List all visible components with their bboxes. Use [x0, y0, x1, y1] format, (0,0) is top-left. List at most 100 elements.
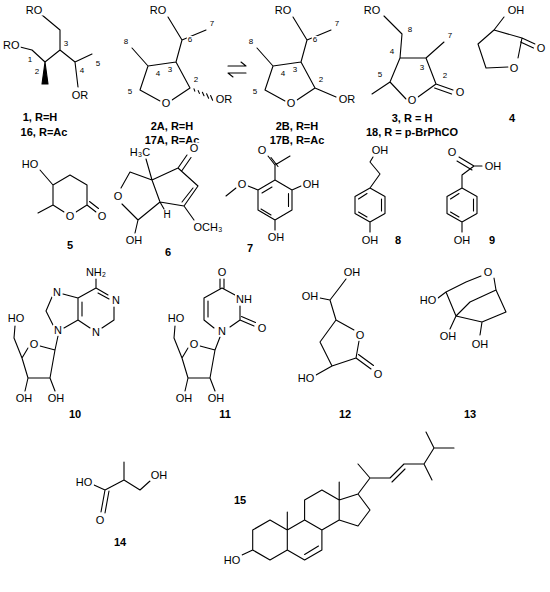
atom-label: OH — [267, 232, 286, 243]
compound-number: 3, R = H — [391, 113, 434, 124]
atom-label: H₃C — [129, 147, 151, 158]
atom-label: RO — [363, 5, 382, 16]
bond — [38, 170, 99, 213]
atom-label: HO — [7, 313, 26, 324]
atom-label: RO — [2, 40, 21, 51]
atom-label: N — [53, 325, 63, 336]
atom-label: O — [536, 43, 547, 54]
locant-number: 2 — [442, 72, 448, 80]
atom-label: OH — [150, 470, 169, 481]
bond — [447, 157, 482, 232]
locant-number: 3 — [63, 40, 69, 48]
atom-label: N — [52, 287, 62, 298]
atom-label: HO — [75, 477, 94, 488]
atom-label: OR — [215, 94, 234, 105]
atom-label: O — [95, 515, 106, 526]
bond — [226, 156, 301, 230]
atom-label: OH — [302, 179, 321, 190]
locant-number: 4 — [155, 70, 161, 78]
atom-label: RO — [149, 5, 168, 16]
atom-label: OH — [343, 267, 362, 278]
bond — [132, 17, 206, 101]
atom-label: OH — [175, 393, 194, 404]
bond — [242, 432, 454, 560]
compound-number: 17B, R=Ac — [269, 135, 326, 146]
compound-number: 5 — [66, 240, 74, 251]
atom-label: O — [97, 211, 108, 222]
atom-label: OH — [361, 235, 380, 246]
atom-label: O — [286, 98, 297, 109]
atom-label: O — [161, 98, 172, 109]
atom-label: OH — [453, 235, 472, 246]
bond — [94, 462, 150, 513]
atom-label: N — [91, 327, 101, 338]
locant-number: 5 — [377, 71, 383, 79]
compound-number: 11 — [218, 409, 232, 420]
compound-number: 10 — [68, 409, 82, 420]
bond — [438, 276, 506, 335]
compound-number: 1, R=H — [22, 112, 59, 123]
locant-number: 2 — [34, 68, 40, 76]
atom-label: O — [189, 143, 200, 154]
atom-label: OH — [371, 145, 390, 156]
bond — [14, 279, 114, 391]
atom-label: N — [111, 295, 121, 306]
atom-label: OR — [71, 90, 90, 101]
atom-label: O — [257, 145, 268, 156]
atom-label: HO — [419, 295, 438, 306]
atom-label: O — [65, 211, 76, 222]
atom-label: O — [407, 95, 418, 106]
atom-label: O — [189, 339, 200, 350]
atom-label: HO — [167, 313, 186, 324]
atom-label: OH — [207, 393, 226, 404]
locant-number: 7 — [209, 20, 215, 28]
locant-number: 2 — [193, 76, 199, 84]
locant-number: 3 — [292, 66, 298, 74]
locant-number: 8 — [407, 26, 413, 34]
bond — [478, 17, 535, 68]
wedge-bond — [42, 62, 48, 84]
atom-label: O — [113, 191, 124, 202]
atom-label: O — [509, 63, 520, 74]
compound-number: 14 — [113, 537, 127, 548]
atom-label: O — [455, 87, 466, 98]
locant-number: 4 — [389, 48, 395, 56]
locant-number: 4 — [280, 70, 286, 78]
locant-number: 4 — [79, 67, 85, 75]
compound-number: 12 — [338, 409, 352, 420]
compound-number: 2A, R=H — [150, 121, 195, 132]
bond — [355, 157, 385, 232]
atom-label: HO — [297, 373, 316, 384]
locant-number: 7 — [447, 32, 453, 40]
bond — [174, 279, 256, 391]
atom-label: O — [29, 339, 40, 350]
hashed-bond — [194, 89, 213, 101]
locant-number: 1 — [27, 56, 33, 64]
compound-number: 9 — [488, 235, 496, 246]
locant-number: 6 — [312, 36, 318, 44]
bond — [20, 15, 92, 87]
atom-label: OR — [338, 94, 357, 105]
atom-label: OH — [507, 5, 526, 16]
atom-label: OH — [471, 339, 490, 350]
atom-label: O — [483, 267, 494, 278]
locant-number: 8 — [248, 38, 254, 46]
compound-number: 7 — [246, 243, 254, 254]
atom-label: O — [373, 369, 384, 380]
atom-label: RO — [274, 5, 293, 16]
bond — [257, 17, 336, 101]
locant-number: 5 — [252, 88, 258, 96]
compound-number: 18, R = p-BrPhCO — [365, 127, 459, 138]
atom-label: H — [162, 210, 171, 220]
atom-label: HO — [223, 555, 242, 566]
atom-label: N — [217, 326, 227, 337]
compound-number: 15 — [233, 495, 247, 506]
bond — [121, 155, 198, 233]
atom-label: O — [447, 147, 458, 158]
compound-number: 6 — [164, 247, 172, 258]
atom-label: O — [257, 323, 268, 334]
compound-number: 8 — [394, 235, 402, 246]
atom-label: O — [355, 330, 366, 341]
locant-number: 3 — [419, 64, 425, 72]
atom-label: OH — [125, 235, 144, 246]
